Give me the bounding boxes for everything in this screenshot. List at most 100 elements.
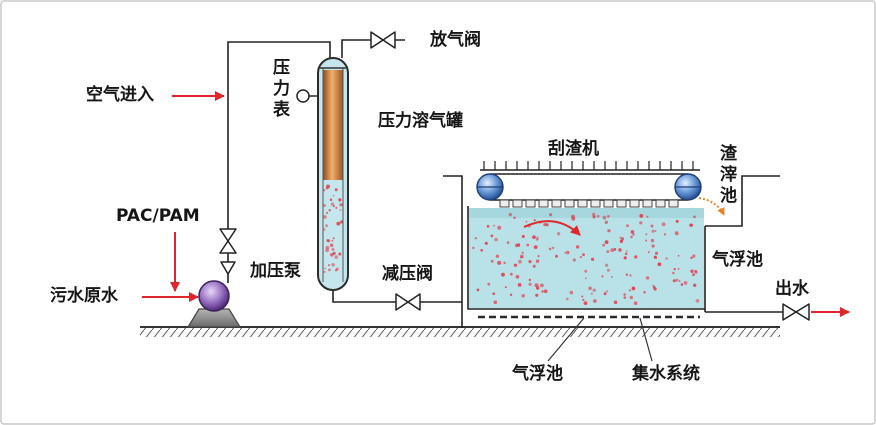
bubble: [338, 252, 342, 256]
bubble: [647, 251, 650, 254]
vent-valve-label: 放气阀: [430, 30, 481, 50]
bubble: [325, 224, 328, 228]
scum-pit-label: 渣滓池: [716, 144, 736, 207]
bubble: [334, 188, 338, 192]
pressure-gauge-label: 压力表: [269, 58, 289, 121]
bubble: [548, 247, 552, 251]
raw-water-label: 污水原水: [50, 286, 118, 306]
bubble: [503, 261, 506, 265]
bubble: [493, 224, 496, 227]
bubble: [654, 256, 657, 259]
bubble: [630, 235, 633, 239]
bubble: [331, 239, 334, 242]
bubble: [572, 258, 576, 262]
bubble: [332, 237, 335, 240]
bubble: [497, 260, 502, 265]
vent-valve-icon: [370, 31, 396, 49]
bubble: [328, 268, 331, 272]
bubble: [693, 215, 696, 219]
bubble: [623, 293, 626, 296]
bubble: [592, 288, 596, 292]
bubble: [588, 286, 592, 291]
bubble: [528, 278, 531, 282]
scraper-paddle: [551, 199, 562, 208]
bubble: [677, 254, 680, 257]
bubble: [326, 239, 330, 242]
bubble: [518, 259, 522, 264]
bubble: [613, 300, 618, 305]
scraper-paddle: [642, 199, 653, 208]
tank-water: [469, 208, 704, 308]
bubble: [497, 225, 502, 230]
bubble: [674, 231, 679, 236]
bubble: [325, 186, 329, 190]
bubble: [493, 300, 498, 305]
water-flow-arrow: [523, 220, 581, 236]
scum-pit-wall: [705, 175, 780, 227]
bubble: [675, 219, 679, 223]
bubble: [332, 194, 335, 197]
bubble: [510, 272, 513, 276]
bubble: [484, 241, 488, 245]
bubble: [628, 289, 631, 292]
bubble: [331, 248, 335, 251]
pressure-tank-label: 压力溶气罐: [378, 111, 463, 131]
scraper-rail-teeth: [483, 161, 694, 170]
bubble: [543, 289, 548, 294]
bubble: [323, 215, 327, 219]
bubble: [620, 237, 625, 241]
scraper-paddle: [616, 199, 627, 208]
bubble: [579, 256, 582, 259]
bubble: [650, 238, 655, 243]
bubble: [632, 233, 635, 236]
bubble: [545, 223, 549, 227]
bubble: [508, 212, 512, 217]
bubble: [534, 283, 539, 288]
bubble: [323, 189, 326, 192]
bubble: [334, 269, 338, 272]
bubble: [328, 264, 330, 267]
bubble: [690, 269, 694, 273]
pac-pam-label: PAC/PAM: [116, 206, 200, 226]
right-roller-icon: [674, 173, 702, 201]
bubble: [581, 295, 584, 298]
left-roller-icon: [476, 173, 504, 201]
flotation-tank-leader: [547, 317, 585, 362]
bubble: [645, 233, 648, 236]
ground: [140, 326, 780, 337]
scraper-paddle: [629, 199, 640, 208]
bubble: [551, 246, 555, 250]
scraper-paddle: [668, 199, 679, 208]
bubble: [603, 292, 607, 296]
vent-pipe: [341, 39, 405, 58]
bubble: [323, 271, 326, 273]
bubble: [537, 255, 540, 258]
bubble: [672, 279, 676, 283]
bubble: [513, 263, 518, 267]
bubble: [629, 274, 632, 277]
check-valve-icon: [220, 261, 236, 275]
dissolved-air-pipe: [332, 290, 462, 303]
bubble: [535, 237, 539, 241]
pump-outlet-valve-icon: [219, 228, 237, 254]
bubble: [639, 221, 643, 225]
bubble: [695, 299, 700, 303]
bubble: [591, 212, 596, 217]
bubble: [613, 248, 617, 251]
booster-pump: [186, 280, 242, 328]
bubble: [582, 253, 585, 256]
pump-icon: [198, 280, 230, 312]
scraper-paddle: [512, 199, 523, 208]
bubble: [322, 228, 326, 231]
bubble: [645, 239, 648, 242]
bubble: [506, 241, 510, 244]
bubble: [549, 213, 553, 217]
bubble: [651, 244, 655, 248]
tank-bubbles: [322, 184, 343, 273]
collection-system-leader: [639, 317, 653, 362]
bubble: [619, 239, 624, 243]
bubble: [624, 252, 628, 256]
bubble: [515, 275, 520, 279]
bubble: [675, 278, 679, 282]
bubble: [330, 253, 334, 257]
